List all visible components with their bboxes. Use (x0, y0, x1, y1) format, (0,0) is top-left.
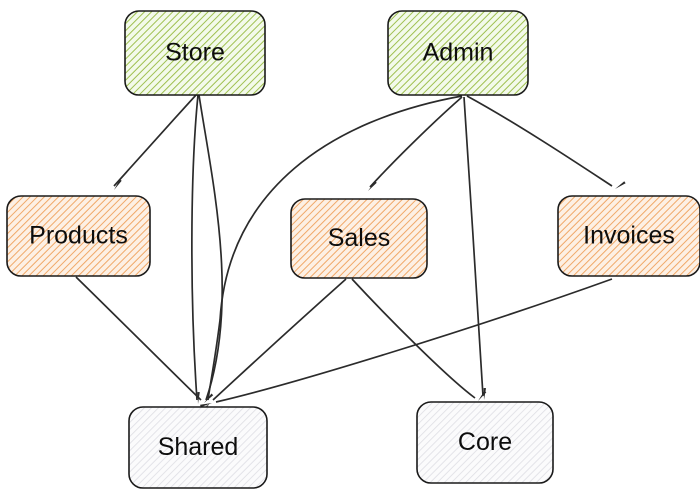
node-admin[interactable]: Admin (387, 10, 529, 96)
edge-line (369, 96, 463, 188)
edge-line (212, 278, 347, 401)
edge-line (215, 278, 613, 403)
edge-store-to-shared (194, 94, 224, 419)
edge-admin-to-invoices (466, 95, 629, 189)
edge-sales-to-shared (197, 278, 347, 417)
edges-layer (75, 94, 629, 419)
node-store[interactable]: Store (124, 10, 266, 96)
node-invoices[interactable]: Invoices (557, 195, 700, 277)
node-core[interactable]: Core (416, 401, 554, 484)
arrowhead-icon (198, 400, 212, 412)
arrowhead-icon (478, 387, 491, 401)
node-box[interactable] (128, 406, 268, 489)
edge-line (198, 94, 224, 401)
edge-admin-to-core (463, 96, 491, 400)
edge-line (463, 96, 484, 397)
node-box[interactable] (124, 10, 266, 96)
node-box[interactable] (387, 10, 529, 96)
edge-sales-to-core (351, 278, 491, 401)
edge-line (191, 94, 199, 401)
node-box[interactable] (557, 195, 700, 277)
edge-store-to-products (113, 94, 197, 190)
arrowhead-icon (368, 177, 381, 191)
node-shared[interactable]: Shared (128, 406, 268, 489)
edge-line (207, 95, 463, 401)
arrowhead-icon (615, 177, 629, 189)
arrowhead-icon (204, 389, 217, 403)
node-products[interactable]: Products (6, 195, 151, 277)
node-box[interactable] (416, 401, 554, 484)
edge-line (113, 94, 197, 187)
edge-line (466, 95, 613, 187)
edge-store-to-shared (191, 94, 205, 404)
edge-admin-to-sales (368, 96, 463, 191)
edge-products-to-shared (75, 276, 217, 403)
edge-line (75, 276, 202, 401)
node-box[interactable] (290, 198, 428, 279)
node-sales[interactable]: Sales (290, 198, 428, 279)
node-box[interactable] (6, 195, 151, 277)
edge-line (351, 278, 476, 399)
arrowhead-icon (114, 176, 126, 190)
edge-invoices-to-shared (198, 278, 613, 412)
